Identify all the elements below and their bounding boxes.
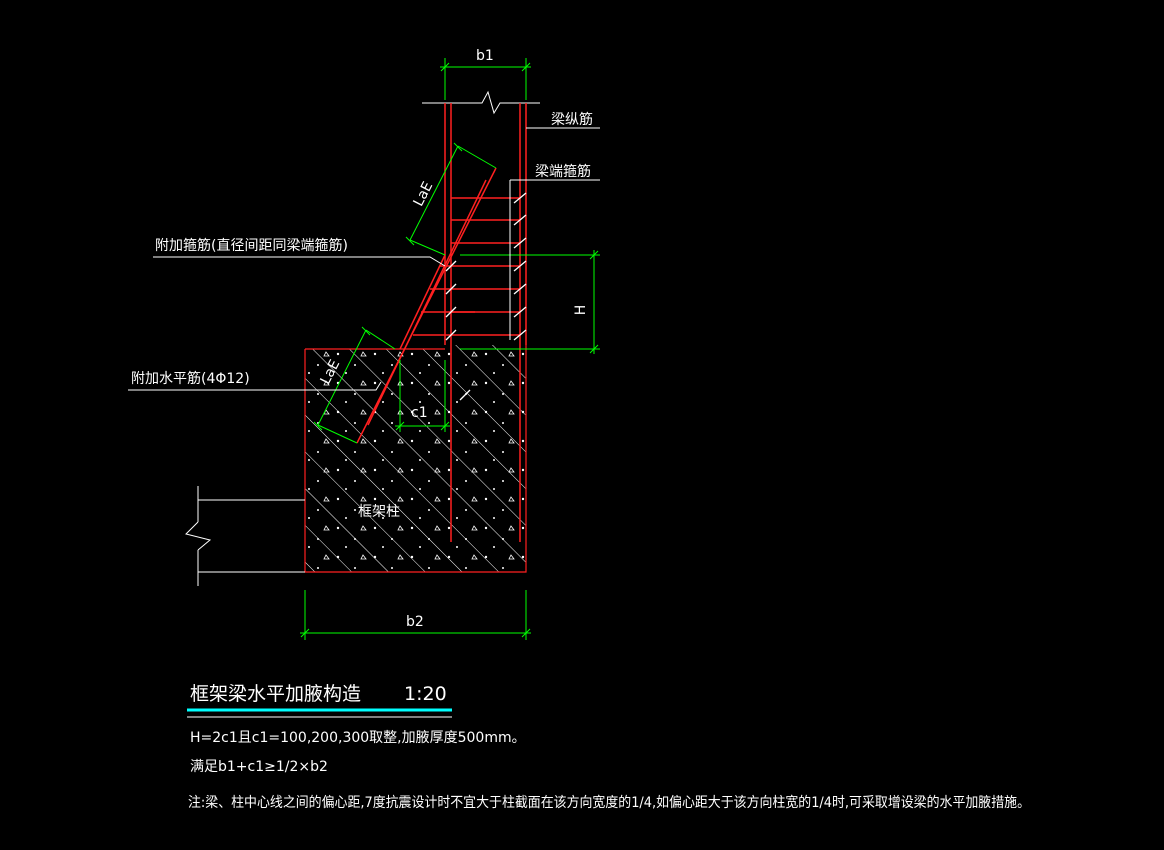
drawing-title: 框架梁水平加腋构造 bbox=[190, 683, 361, 705]
dimension-b1 bbox=[440, 58, 531, 100]
drawing-scale: 1:20 bbox=[404, 683, 447, 705]
dimension-H-label: H bbox=[573, 305, 589, 316]
dimension-b2-label: b2 bbox=[406, 614, 424, 630]
beam-break-line bbox=[422, 90, 540, 115]
haunch-edge bbox=[356, 167, 497, 444]
beam-longitudinal-bars bbox=[444, 103, 527, 542]
label-beam-end-stirrup: 梁端箍筋 bbox=[535, 163, 591, 180]
dimension-c1-label: c1 bbox=[411, 405, 428, 421]
frame-column-section bbox=[304, 345, 527, 573]
label-frame-column: 框架柱 bbox=[358, 504, 400, 520]
label-additional-stirrup: 附加箍筋(直径间距同梁端箍筋) bbox=[155, 237, 348, 254]
dimension-H bbox=[460, 250, 600, 354]
dimension-c1 bbox=[395, 360, 450, 432]
note-line-2: 满足b1+c1≥1/2×b2 bbox=[190, 759, 328, 775]
additional-stirrups bbox=[413, 265, 475, 336]
dimension-LaE-upper-label: LaE bbox=[411, 179, 437, 209]
notes-block: H=2c1且c1=100,200,300取整,加腋厚度500mm。 满足b1+c… bbox=[188, 730, 1030, 811]
label-beam-longitudinal-bar: 梁纵筋 bbox=[551, 111, 593, 128]
note-line-1: H=2c1且c1=100,200,300取整,加腋厚度500mm。 bbox=[190, 730, 526, 746]
title-block: 框架梁水平加腋构造 1:20 bbox=[187, 683, 452, 718]
dimension-b2 bbox=[300, 590, 531, 640]
note-line-3: 注:梁、柱中心线之间的偏心距,7度抗震设计时不宜大于柱截面在该方向宽度的1/4,… bbox=[188, 794, 1030, 811]
left-beam-outline bbox=[185, 486, 305, 586]
bar-tick-marks bbox=[445, 192, 527, 401]
dimension-LaE-upper bbox=[405, 142, 497, 256]
label-additional-horizontal-bar: 附加水平筋(4Φ12) bbox=[131, 370, 250, 387]
leader-lines bbox=[128, 127, 600, 391]
dimension-LaE-lower bbox=[313, 326, 396, 444]
dimension-b1-label: b1 bbox=[476, 48, 494, 64]
